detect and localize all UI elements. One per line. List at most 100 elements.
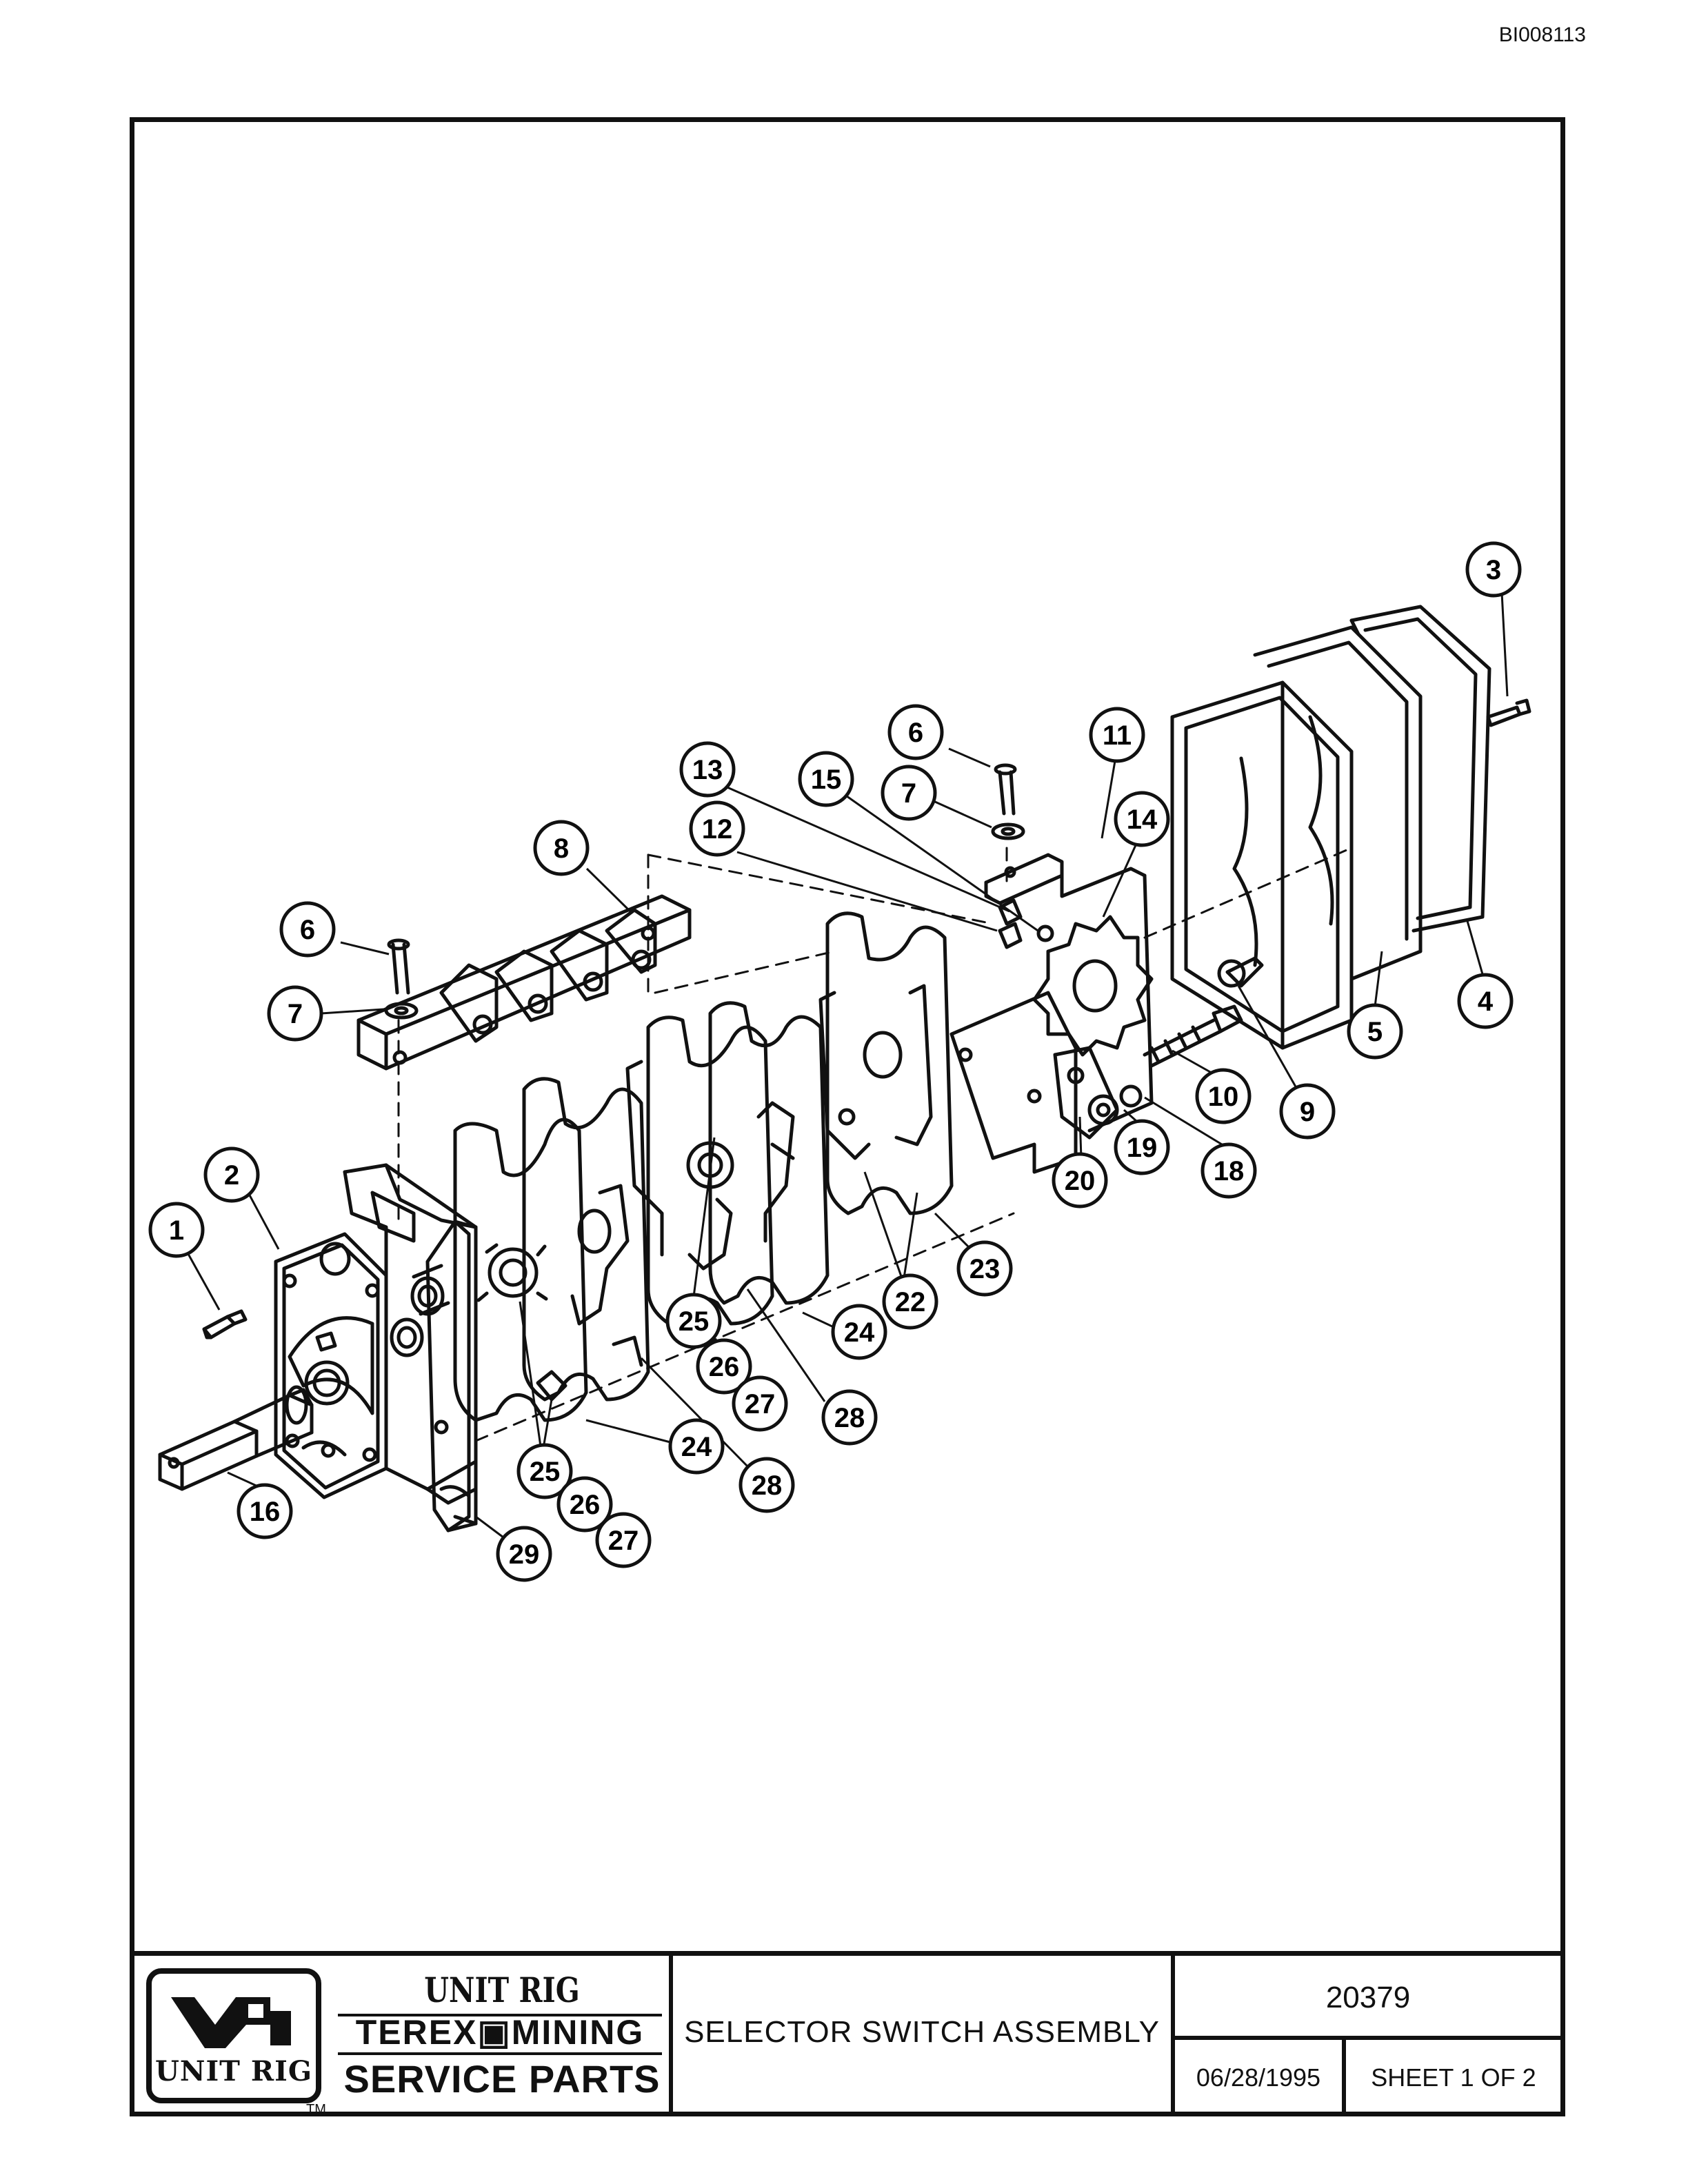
callout-2: 2	[203, 1146, 260, 1203]
callout-1: 1	[148, 1202, 205, 1258]
logo-cell: UNIT RIG TM UNIT RIG TEREX▣MINING SERVIC…	[130, 1956, 673, 2117]
callout-label-18: 18	[1214, 1156, 1245, 1186]
callout-label-1: 1	[169, 1215, 184, 1246]
callout-16: 16	[237, 1483, 293, 1539]
part-bolt-1	[202, 1309, 248, 1339]
callout-label-26b: 26	[570, 1490, 601, 1520]
brand-rule-top	[338, 2014, 662, 2016]
trademark: TM	[306, 2102, 326, 2117]
callout-label-29: 29	[509, 1539, 540, 1570]
part-screw-3	[1486, 698, 1531, 727]
brand-terex-mining: TEREX▣MINING	[355, 2013, 645, 2052]
callout-label-16: 16	[250, 1497, 281, 1527]
callout-label-4: 4	[1478, 987, 1494, 1017]
callout-6: 6	[279, 901, 336, 958]
callout-25: 25	[665, 1293, 722, 1349]
title-block: UNIT RIG TM UNIT RIG TEREX▣MINING SERVIC…	[130, 1951, 1565, 2117]
brand-service-parts: SERVICE PARTS	[343, 2057, 661, 2101]
callout-13: 13	[679, 741, 736, 798]
callout-7: 7	[881, 765, 937, 821]
callout-19: 19	[1114, 1119, 1170, 1175]
callout-label-19: 19	[1127, 1133, 1158, 1163]
drawing-number-cell: 20379	[1175, 1956, 1561, 2040]
callout-label-10: 10	[1208, 1082, 1239, 1112]
callout-label-27b: 27	[608, 1526, 639, 1556]
part-wafer-1	[453, 1118, 588, 1422]
callout-label-26a: 26	[709, 1352, 740, 1382]
brand-rule-bottom	[338, 2052, 662, 2055]
callouts: 1 2 3 4 5 6 6 7 7 8 9 10 11 12 13 14 15 …	[148, 541, 1522, 1582]
part-screw-right	[991, 763, 1025, 840]
callout-3: 3	[1465, 541, 1522, 598]
part-shaft	[158, 1385, 314, 1491]
part-gasket	[1349, 605, 1491, 933]
callout-label-6b: 6	[300, 915, 315, 945]
callout-label-28a: 28	[834, 1403, 865, 1433]
part-star-wheel	[1032, 915, 1154, 1057]
callout-23: 23	[956, 1240, 1013, 1297]
callout-28: 28	[821, 1389, 878, 1446]
callout-24: 24	[668, 1418, 725, 1475]
callout-10: 10	[1195, 1068, 1252, 1124]
part-wafer-3	[625, 1015, 774, 1326]
callout-label-12: 12	[702, 814, 733, 845]
callout-label-11: 11	[1103, 720, 1132, 751]
drawing-date: 06/28/1995	[1196, 2063, 1321, 2092]
drawing-frame	[130, 117, 1565, 2116]
date-cell: 06/28/1995	[1175, 2040, 1346, 2116]
callout-label-25b: 25	[530, 1457, 561, 1487]
callout-label-2: 2	[224, 1160, 239, 1191]
callout-7: 7	[267, 985, 323, 1042]
part-screw-left	[384, 938, 419, 1020]
callout-24: 24	[831, 1304, 887, 1360]
exploded-view-drawing: 1 2 3 4 5 6 6 7 7 8 9 10 11 12 13 14 15 …	[134, 122, 1560, 1954]
part-cover	[1170, 625, 1423, 1050]
callout-label-22: 22	[895, 1287, 926, 1317]
brand-unit-rig: UNIT RIG	[424, 1970, 580, 2010]
callout-22: 22	[882, 1273, 938, 1330]
callout-label-24a: 24	[844, 1317, 875, 1348]
callout-26: 26	[696, 1338, 752, 1395]
callout-12: 12	[689, 800, 745, 857]
callout-label-7b: 7	[288, 999, 303, 1029]
callout-18: 18	[1200, 1142, 1257, 1199]
callout-5: 5	[1347, 1003, 1403, 1060]
title-cell: SELECTOR SWITCH ASSEMBLY	[673, 1956, 1175, 2116]
callout-label-3: 3	[1486, 555, 1501, 585]
part-roller-arm	[1053, 1046, 1143, 1140]
callout-25: 25	[516, 1443, 573, 1499]
drawing-number: 20379	[1325, 1981, 1411, 2014]
callout-label-24b: 24	[681, 1432, 712, 1462]
callout-27: 27	[732, 1375, 788, 1432]
callout-27: 27	[595, 1512, 652, 1568]
callout-label-15: 15	[811, 765, 842, 795]
part-small-hardware	[998, 898, 1054, 949]
callout-28: 28	[738, 1457, 795, 1513]
callout-label-23: 23	[969, 1254, 1001, 1284]
part-terminal-bar	[356, 894, 692, 1071]
callout-14: 14	[1114, 791, 1170, 847]
callout-label-20: 20	[1065, 1166, 1096, 1196]
callout-label-28b: 28	[752, 1470, 783, 1501]
callout-6: 6	[887, 704, 944, 760]
drawing-title: SELECTOR SWITCH ASSEMBLY	[684, 2015, 1160, 2049]
callout-label-9: 9	[1300, 1097, 1315, 1127]
part-wafer-4	[708, 1001, 830, 1305]
callout-label-6a: 6	[908, 718, 923, 748]
callout-11: 11	[1089, 707, 1145, 763]
part-long-screw	[1143, 956, 1264, 1068]
logo-label: UNIT RIG	[155, 2055, 312, 2087]
callout-label-8: 8	[554, 833, 569, 864]
unit-rig-logo: UNIT RIG	[146, 1968, 321, 2103]
callout-8: 8	[533, 820, 590, 876]
callout-20: 20	[1052, 1152, 1108, 1209]
unit-rig-logo-icon	[171, 1997, 291, 2048]
sheet-number: SHEET 1 OF 2	[1371, 2063, 1536, 2092]
callout-26: 26	[556, 1476, 613, 1533]
part-wafer-5	[818, 911, 954, 1215]
callout-label-25a: 25	[679, 1306, 710, 1337]
callout-4: 4	[1457, 973, 1514, 1029]
part-wafer-2	[522, 1077, 650, 1402]
callout-label-13: 13	[692, 755, 723, 785]
callout-label-5: 5	[1367, 1017, 1383, 1047]
